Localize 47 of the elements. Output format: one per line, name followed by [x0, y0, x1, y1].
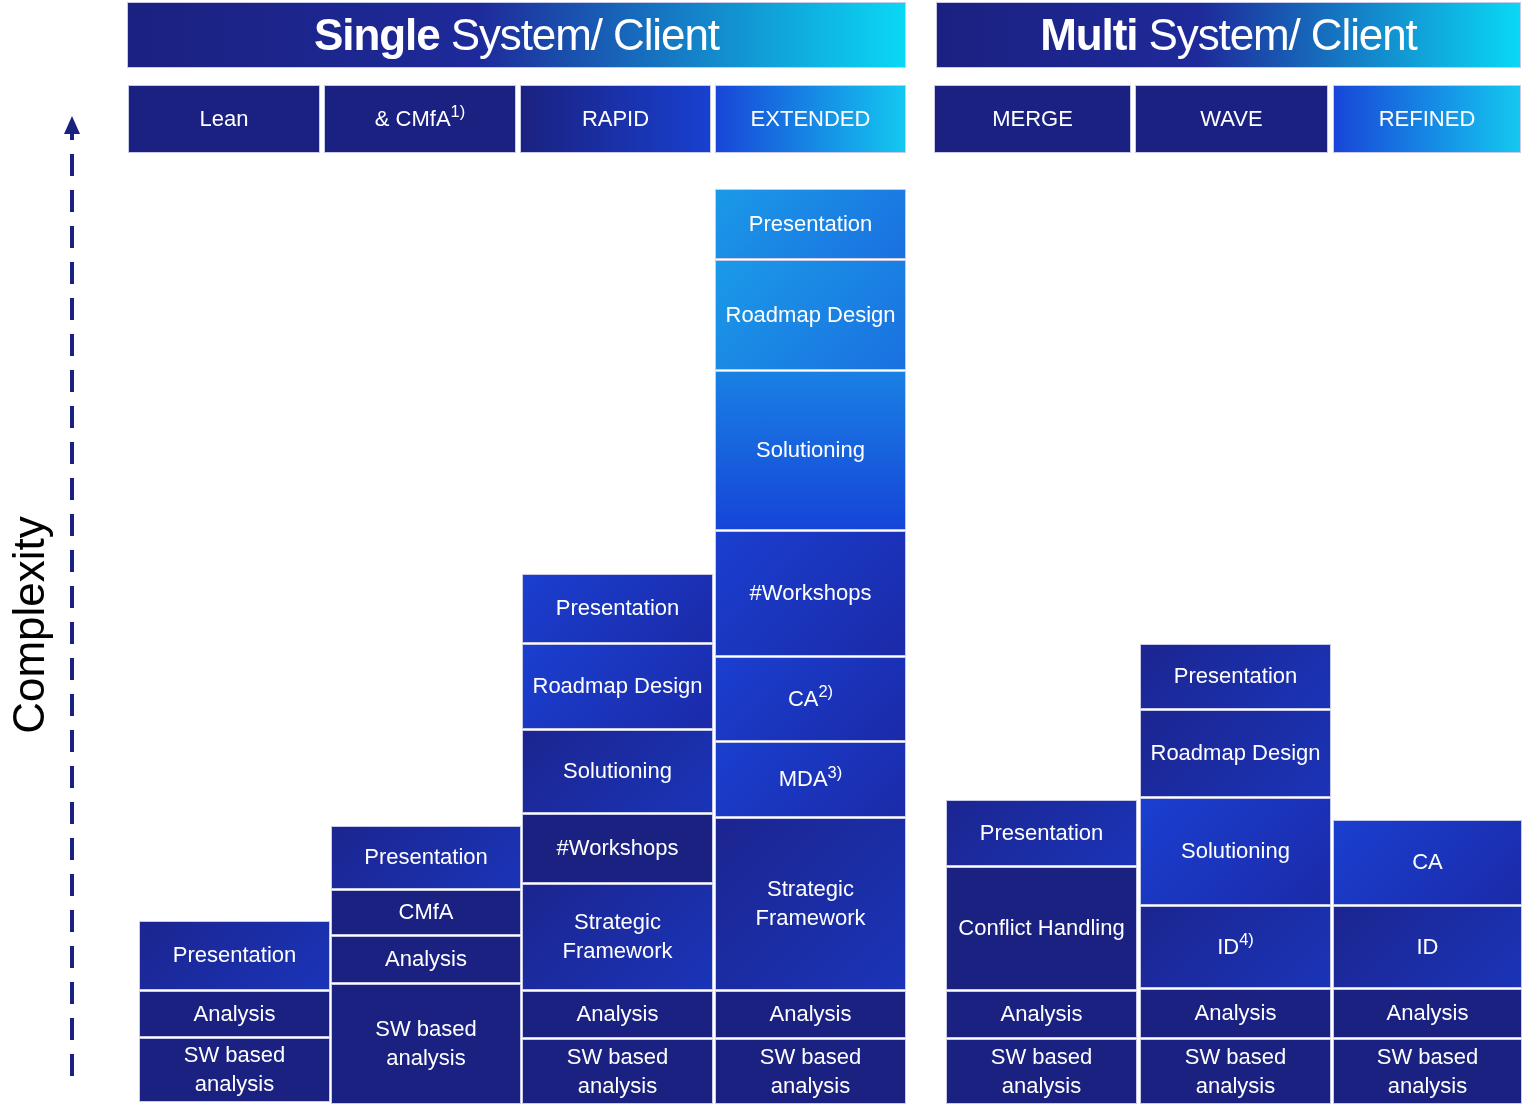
process-block: Analysis: [331, 936, 521, 983]
process-block: Strategic Framework: [715, 818, 906, 990]
process-block: Roadmap Design: [715, 260, 906, 370]
process-block: SW based analysis: [522, 1039, 713, 1104]
axis-label: Complexity: [4, 515, 54, 736]
process-block: Conflict Handling: [946, 867, 1137, 990]
process-block: SW based analysis: [1333, 1039, 1522, 1104]
column-header: Lean: [128, 85, 320, 153]
section-banner: Single System/ Client: [127, 2, 906, 68]
process-block: Solutioning: [1140, 798, 1331, 905]
process-block: Analysis: [522, 991, 713, 1038]
process-block: Roadmap Design: [522, 644, 713, 729]
process-block: SW based analysis: [946, 1039, 1137, 1104]
process-block: CA$^{2)}$: [715, 657, 906, 741]
process-block: Presentation: [522, 574, 713, 643]
process-block: Presentation: [331, 826, 521, 889]
process-block: SW based analysis: [1140, 1039, 1331, 1104]
column-header: & CMfA$^{1)}$: [324, 85, 516, 153]
process-block: Presentation: [715, 189, 906, 259]
column-header: EXTENDED: [715, 85, 906, 153]
process-block: Analysis: [1140, 989, 1331, 1038]
process-block: Analysis: [946, 991, 1137, 1038]
process-block: Strategic Framework: [522, 884, 713, 990]
process-block: CA: [1333, 820, 1522, 905]
process-block: SW based analysis: [139, 1038, 330, 1102]
process-block: #Workshops: [715, 531, 906, 656]
process-block: Presentation: [139, 921, 330, 990]
process-block: Solutioning: [522, 730, 713, 813]
process-block: Analysis: [139, 991, 330, 1037]
process-block: SW based analysis: [331, 984, 521, 1104]
process-block: Analysis: [715, 991, 906, 1038]
process-block: SW based analysis: [715, 1039, 906, 1104]
process-block: #Workshops: [522, 814, 713, 883]
column-header: REFINED: [1333, 85, 1521, 153]
process-block: ID$^{4)}$: [1140, 906, 1331, 988]
process-block: Analysis: [1333, 989, 1522, 1038]
process-block: Solutioning: [715, 371, 906, 530]
column-header: WAVE: [1135, 85, 1328, 153]
column-header: RAPID: [520, 85, 711, 153]
column-header: MERGE: [934, 85, 1131, 153]
process-block: Presentation: [1140, 644, 1331, 709]
section-banner: Multi System/ Client: [936, 2, 1521, 68]
process-block: MDA$^{3)}$: [715, 742, 906, 817]
process-block: ID: [1333, 906, 1522, 988]
process-block: CMfA: [331, 890, 521, 935]
process-block: Presentation: [946, 800, 1137, 866]
process-block: Roadmap Design: [1140, 710, 1331, 797]
